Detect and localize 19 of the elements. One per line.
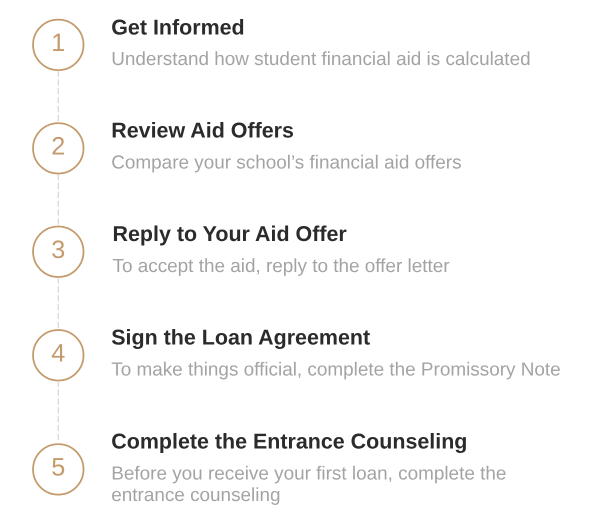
- node-label: To accept the aid, reply to the offer letter: [112, 256, 450, 277]
- connector: [57, 174, 58, 226]
- node-label: To make things official, complete the Promissory Note: [110, 359, 560, 380]
- node-circle: 3: [32, 226, 84, 278]
- node-circle: 4: [32, 329, 84, 382]
- node-label: Review Aid Offers: [110, 118, 294, 143]
- node-label: Get Informed: [110, 15, 244, 40]
- node-label: Complete the Entrance Counseling: [110, 430, 467, 454]
- connector: [57, 380, 58, 444]
- node-label: Reply to Your Aid Offer: [112, 222, 346, 246]
- node-label: Before you receive your first loan, complete the entrance counseling: [110, 463, 506, 506]
- node-label: Understand how student financial aid is calculated: [110, 49, 530, 70]
- connector: [57, 70, 58, 123]
- connector: [57, 277, 58, 330]
- node-circle: 2: [32, 122, 84, 174]
- node-label: Sign the Loan Agreement: [110, 326, 370, 350]
- node-label: Compare your school’s financial aid offers: [110, 152, 462, 174]
- node-circle: 1: [32, 18, 84, 71]
- node-circle: 5: [32, 443, 84, 496]
